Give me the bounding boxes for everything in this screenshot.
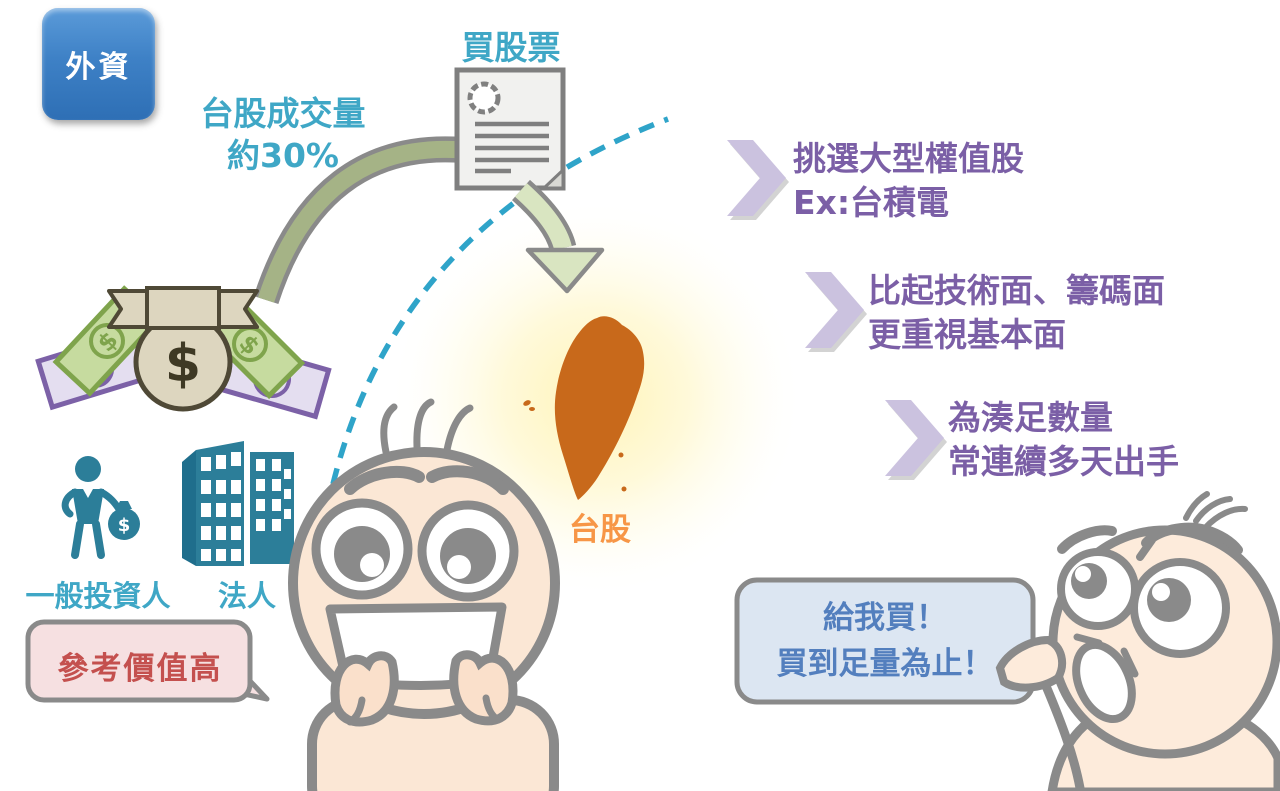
bullet-line1: 比起技術面、籌碼面 — [868, 271, 1165, 310]
volume-note: 台股成交量 約30% — [166, 93, 400, 177]
investor-person-icon: $ — [61, 456, 140, 559]
curved-arrow-icon — [253, 136, 463, 305]
volume-line1: 台股成交量 — [200, 94, 366, 133]
speech-bubble-pink — [25, 619, 270, 703]
individual-investor-label: 一般投資人 — [25, 579, 171, 613]
bullet-line1: 挑選大型權值股 — [793, 139, 1024, 178]
character-left — [288, 398, 560, 791]
pink-bubble-text: 參考價值高 — [57, 651, 223, 687]
money-bag-group: $ $ $ $ $ — [35, 285, 332, 420]
bullet-line1: 為湊足數量 — [948, 398, 1113, 437]
svg-text:$: $ — [165, 334, 201, 394]
foreign-capital-badge: 外資 — [42, 8, 155, 120]
bullet-multi-day-buying: 為湊足數量 常連續多天出手 — [948, 396, 1179, 484]
bullet-line2: 更重視基本面 — [868, 315, 1066, 354]
blue-bubble-line1: 給我買！ — [823, 600, 947, 636]
document-icon — [454, 67, 566, 191]
blue-bubble-line2: 買到足量為止！ — [776, 646, 994, 682]
svg-text:$: $ — [118, 515, 131, 536]
bullet-pick-large-caps: 挑選大型權值股 Ex:台積電 — [793, 137, 1024, 225]
buy-stock-label: 買股票 — [461, 28, 561, 67]
character-right — [995, 491, 1280, 791]
chevron-icon — [885, 400, 947, 480]
volume-line2: 約30% — [227, 136, 339, 175]
institutional-investor-label: 法人 — [217, 579, 276, 613]
taiwan-market-label: 台股 — [569, 512, 631, 548]
down-arrow-icon — [511, 179, 605, 294]
money-bag-icon: $ — [107, 286, 259, 412]
dashed-trajectory-path — [330, 116, 669, 485]
chevron-icon — [727, 140, 789, 220]
bullet-line2: Ex:台積電 — [793, 183, 950, 222]
badge-label: 外資 — [65, 50, 132, 85]
bullet-fundamentals: 比起技術面、籌碼面 更重視基本面 — [868, 269, 1165, 357]
taiwan-map-icon — [523, 316, 645, 500]
bullet-line2: 常連續多天出手 — [948, 442, 1179, 481]
building-icon — [182, 441, 294, 566]
seal-icon — [467, 81, 501, 115]
blue-bubble-text: 給我買！ 買到足量為止！ — [744, 595, 1026, 687]
chevron-icon — [805, 272, 867, 352]
